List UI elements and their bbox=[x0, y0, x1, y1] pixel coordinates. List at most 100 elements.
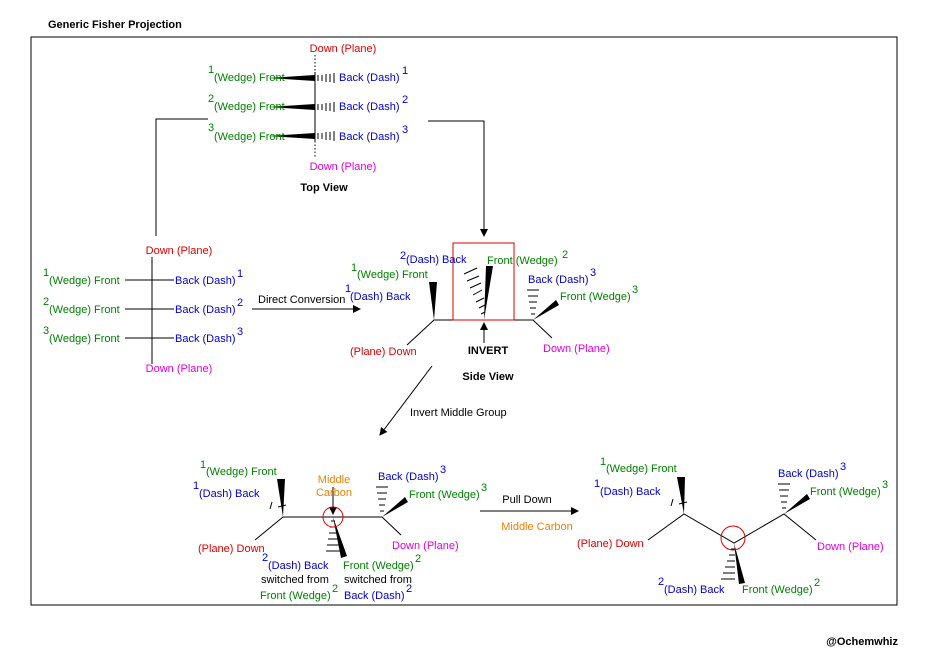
invert-middle-group-arrow bbox=[379, 365, 433, 436]
side-view-plane-down: (Plane) Down bbox=[350, 346, 417, 358]
side-view-front-wedge-3: Front (Wedge) bbox=[560, 291, 631, 303]
inverted-front-wedge-3: Front (Wedge) bbox=[409, 489, 480, 501]
middle-carbon-circle-right bbox=[720, 525, 746, 551]
svg-text:1: 1 bbox=[351, 262, 357, 274]
top-view-back-dash-2: Back (Dash) bbox=[339, 101, 400, 113]
fisher-wedge-front-1: (Wedge) Front bbox=[49, 275, 120, 287]
inverted-side-view: Middle Carbon 1 (Wedge) Front 1 (Dash) B… bbox=[193, 459, 487, 602]
svg-text:2: 2 bbox=[262, 552, 268, 564]
svg-text:3: 3 bbox=[43, 325, 49, 337]
fisher-projection: Down (Plane) Down (Plane) 1 (Wedge) Fron… bbox=[43, 245, 243, 375]
svg-text:1: 1 bbox=[402, 65, 408, 77]
side-view-wedge-front-1: (Wedge) Front bbox=[357, 269, 428, 281]
fisher-down-plane-top: Down (Plane) bbox=[146, 245, 213, 257]
watermark: @Ochemwhiz bbox=[826, 636, 898, 648]
final-side-view: 1 (Wedge) Front 1 (Dash) Back (Plane) Do… bbox=[577, 456, 888, 596]
svg-text:2: 2 bbox=[332, 583, 338, 595]
fisher-back-dash-2: Back (Dash) bbox=[175, 304, 236, 316]
inverted-wedge-front-1: (Wedge) Front bbox=[206, 466, 277, 478]
switched-from-right: switched from bbox=[344, 574, 412, 586]
connector-left bbox=[155, 118, 208, 236]
top-view-wedge-front-2: (Wedge) Front bbox=[214, 101, 285, 113]
svg-text:3: 3 bbox=[402, 124, 408, 136]
pull-down-middle-carbon: Middle Carbon bbox=[501, 521, 573, 533]
top-view-caption: Top View bbox=[300, 182, 348, 194]
side-view-dash-back-2: (Dash) Back bbox=[406, 254, 467, 266]
svg-text:1: 1 bbox=[345, 283, 351, 295]
svg-text:2: 2 bbox=[208, 93, 214, 105]
side-view-dash-back-1: (Dash) Back bbox=[350, 291, 411, 303]
final-front-wedge-3: Front (Wedge) bbox=[810, 486, 881, 498]
pull-down-label: Pull Down bbox=[502, 494, 552, 506]
inverted-dash-back-1: (Dash) Back bbox=[199, 488, 260, 500]
top-view-back-dash-1: Back (Dash) bbox=[339, 72, 400, 84]
side-view-down-plane: Down (Plane) bbox=[543, 343, 610, 355]
final-dash-back-2: (Dash) Back bbox=[664, 584, 725, 596]
svg-text:1: 1 bbox=[594, 478, 600, 490]
svg-text:1: 1 bbox=[43, 267, 49, 279]
final-plane-down: (Plane) Down bbox=[577, 538, 644, 550]
final-down-plane: Down (Plane) bbox=[817, 541, 884, 553]
svg-text:2: 2 bbox=[814, 577, 820, 589]
svg-text:1: 1 bbox=[193, 480, 199, 492]
inverted-down-plane: Down (Plane) bbox=[392, 540, 459, 552]
inverted-front-wedge-2: Front (Wedge) bbox=[343, 560, 414, 572]
svg-text:3: 3 bbox=[882, 479, 888, 491]
invert-label: INVERT bbox=[468, 345, 509, 357]
fisher-wedge-front-2: (Wedge) Front bbox=[49, 304, 120, 316]
final-back-dash-3: Back (Dash) bbox=[778, 468, 839, 480]
svg-text:2: 2 bbox=[658, 576, 664, 588]
svg-text:2: 2 bbox=[402, 94, 408, 106]
invert-highlight-box bbox=[452, 242, 515, 321]
top-view: Down (Plane) Down (Plane) 1 (Wedge) Fron… bbox=[208, 43, 408, 194]
svg-text:1: 1 bbox=[237, 268, 243, 280]
connector-right-arrow bbox=[428, 120, 488, 237]
middle-label: Middle bbox=[318, 474, 350, 486]
svg-text:2: 2 bbox=[237, 297, 243, 309]
fisher-wedge-front-3: (Wedge) Front bbox=[49, 333, 120, 345]
inverted-back-dash-3: Back (Dash) bbox=[378, 471, 439, 483]
carbon-label: Carbon bbox=[316, 487, 352, 499]
top-view-wedge-front-1: (Wedge) Front bbox=[214, 72, 285, 84]
switched-from-front-wedge: Front (Wedge) bbox=[260, 590, 331, 602]
fisher-back-dash-3: Back (Dash) bbox=[175, 333, 236, 345]
top-view-wedge-front-3: (Wedge) Front bbox=[214, 131, 285, 143]
svg-text:1: 1 bbox=[200, 459, 206, 471]
svg-text:3: 3 bbox=[237, 326, 243, 338]
middle-carbon-circle-left bbox=[322, 506, 344, 528]
switched-from-back-dash: Back (Dash) bbox=[344, 590, 405, 602]
svg-text:3: 3 bbox=[208, 122, 214, 134]
side-view-caption: Side View bbox=[462, 371, 514, 383]
svg-text:2: 2 bbox=[43, 296, 49, 308]
svg-text:1: 1 bbox=[600, 456, 606, 468]
svg-text:3: 3 bbox=[440, 464, 446, 476]
final-wedge-front-1: (Wedge) Front bbox=[606, 463, 677, 475]
fisher-back-dash-1: Back (Dash) bbox=[175, 275, 236, 287]
invert-middle-group-label: Invert Middle Group bbox=[410, 407, 507, 419]
top-view-down-plane-top: Down (Plane) bbox=[310, 43, 377, 55]
diagram-title: Generic Fisher Projection bbox=[48, 19, 182, 31]
svg-text:3: 3 bbox=[481, 482, 487, 494]
svg-text:3: 3 bbox=[590, 267, 596, 279]
final-front-wedge-2: Front (Wedge) bbox=[742, 584, 813, 596]
top-view-down-plane-bottom: Down (Plane) bbox=[310, 161, 377, 173]
switched-from-left: switched from bbox=[261, 574, 329, 586]
svg-text:1: 1 bbox=[208, 64, 214, 76]
side-view: INVERT 2 (Dash) Back Front (Wedge) 2 1 (… bbox=[345, 242, 638, 383]
inverted-dash-back-2: (Dash) Back bbox=[268, 560, 329, 572]
svg-text:3: 3 bbox=[840, 461, 846, 473]
svg-text:2: 2 bbox=[415, 553, 421, 565]
side-view-front-wedge-2: Front (Wedge) bbox=[487, 255, 558, 267]
inverted-plane-down: (Plane) Down bbox=[198, 543, 265, 555]
direct-conversion-label: Direct Conversion bbox=[258, 294, 345, 306]
svg-text:2: 2 bbox=[406, 583, 412, 595]
top-view-back-dash-3: Back (Dash) bbox=[339, 131, 400, 143]
fisher-down-plane-bottom: Down (Plane) bbox=[146, 363, 213, 375]
diagram-frame bbox=[30, 36, 898, 606]
side-view-back-dash-3: Back (Dash) bbox=[528, 274, 589, 286]
svg-text:3: 3 bbox=[632, 284, 638, 296]
svg-text:2: 2 bbox=[562, 249, 568, 261]
final-dash-back-1: (Dash) Back bbox=[600, 486, 661, 498]
svg-text:2: 2 bbox=[400, 250, 406, 262]
